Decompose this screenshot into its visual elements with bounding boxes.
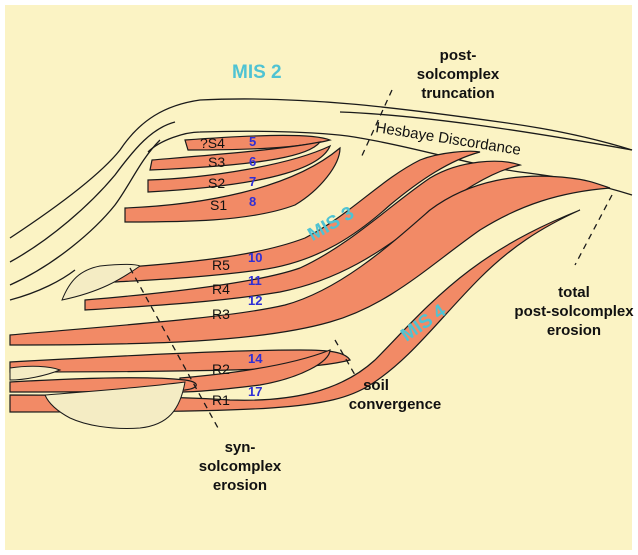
stage-number-10: 10 — [248, 250, 262, 265]
stage-number-5: 5 — [249, 134, 256, 149]
stage-number-14: 14 — [248, 351, 263, 366]
soil-name-r5: R5 — [212, 257, 230, 273]
syn-erosion-line-3: erosion — [213, 477, 267, 494]
total-erosion-line-1: total — [558, 284, 590, 301]
stage-number-17: 17 — [248, 384, 262, 399]
soil-name-s4: ?S4 — [200, 135, 225, 151]
total-erosion-line-3: erosion — [547, 322, 601, 339]
soil-name-r4: R4 — [212, 281, 230, 297]
soil-name-r1: R1 — [212, 392, 230, 408]
stage-number-12: 12 — [248, 293, 262, 308]
syn-erosion-line-2: solcomplex — [199, 458, 282, 475]
post-truncation-line-3: truncation — [421, 85, 494, 102]
mis-2-label: MIS 2 — [232, 62, 282, 83]
stage-number-7: 7 — [249, 174, 256, 189]
post-truncation-line-1: post- — [440, 47, 477, 64]
stage-number-6: 6 — [249, 154, 256, 169]
stage-number-11: 11 — [248, 273, 262, 288]
soil-name-s2: S2 — [208, 175, 225, 191]
soil-convergence-line-1: soil — [363, 377, 389, 394]
soil-name-r2: R2 — [212, 361, 230, 377]
syn-erosion-line-1: syn- — [225, 439, 256, 456]
soil-name-s3: S3 — [208, 154, 225, 170]
stage-number-8: 8 — [249, 194, 256, 209]
soil-name-s1: S1 — [210, 197, 227, 213]
total-erosion-line-2: post-solcomplex — [514, 303, 634, 320]
post-truncation-line-2: solcomplex — [417, 66, 500, 83]
soil-convergence-line-2: convergence — [349, 396, 442, 413]
soil-name-r3: R3 — [212, 306, 230, 322]
